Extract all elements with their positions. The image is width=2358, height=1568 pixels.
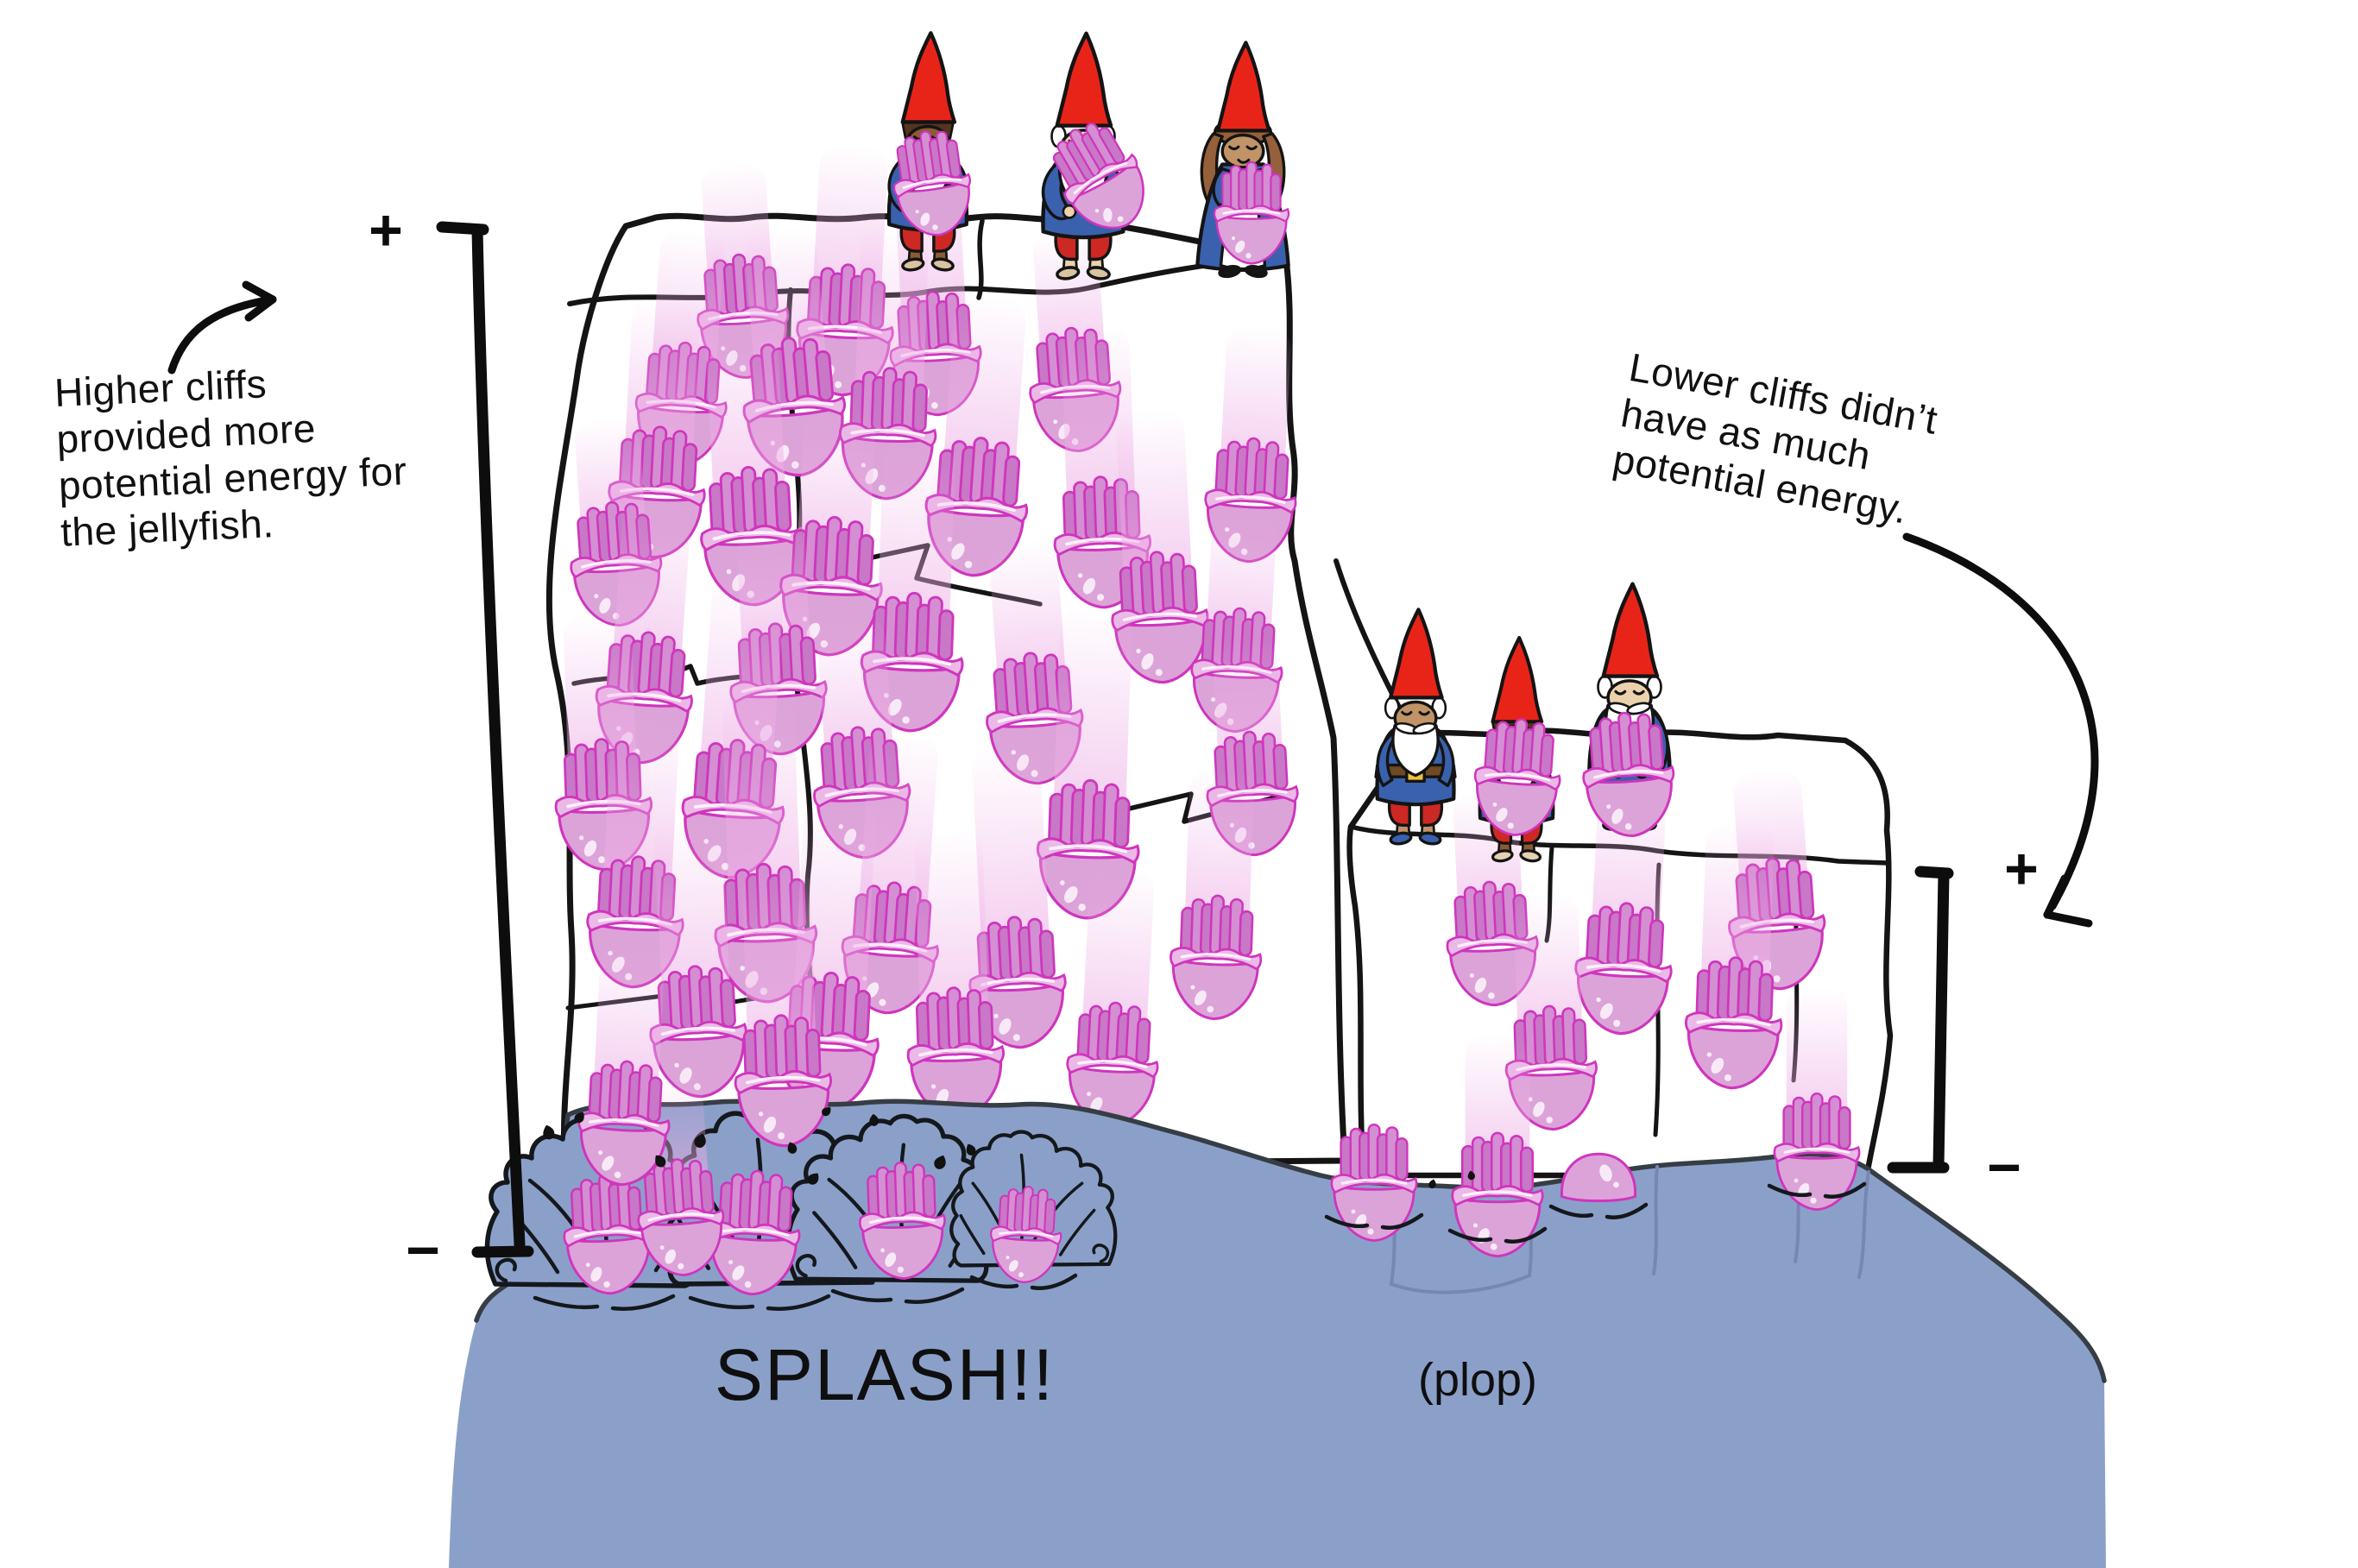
water-droplet: [655, 1155, 666, 1168]
water-droplet: [822, 1107, 831, 1117]
water-droplet: [934, 1155, 946, 1169]
water-droplet: [869, 1113, 880, 1126]
tall-cliff-bracket: [436, 221, 534, 1258]
jellyfish: [649, 815, 747, 1099]
ripple: [1548, 1202, 1649, 1219]
jellyfish: [1560, 1152, 1636, 1203]
jellyfish: [990, 1186, 1062, 1284]
tall-plus-sign: +: [369, 198, 403, 263]
jellyfish: [859, 1162, 946, 1280]
held-jellyfish-layer: [892, 123, 1675, 838]
jellyfish: [1111, 408, 1209, 684]
droplets-layer: [533, 1107, 1867, 1311]
water-droplet: [574, 1111, 584, 1124]
jellyfish: [708, 1169, 801, 1296]
jellyfish: [1773, 987, 1861, 1212]
jellyfish: [1473, 718, 1561, 836]
jellyfish: [577, 941, 671, 1187]
ripple: [688, 1294, 831, 1311]
ripple: [969, 1273, 1078, 1290]
ripple: [1324, 1212, 1424, 1230]
water-droplet: [694, 1133, 706, 1148]
jellyfish: [1052, 123, 1144, 230]
water-droplet: [787, 1142, 798, 1154]
splash-label: SPLASH!!: [714, 1334, 1056, 1415]
jellyfish: [1213, 161, 1290, 265]
jellyfish: [968, 742, 1067, 1049]
cliff-crack: [976, 218, 985, 300]
water-jellyfish-layer: [563, 864, 1861, 1296]
right-arrow: [1902, 532, 2099, 928]
ripple: [1767, 1181, 1867, 1199]
short-minus-sign: −: [1987, 1135, 2021, 1200]
plop-label: (plop): [1417, 1354, 1538, 1406]
jellyfish: [1582, 711, 1675, 838]
jellyfish: [1446, 790, 1539, 1007]
left-arrow: [167, 280, 277, 375]
water-droplet: [966, 1143, 976, 1156]
tall-minus-sign: −: [406, 1218, 440, 1283]
ripple: [533, 1294, 676, 1311]
jellyfish: [1451, 1035, 1544, 1258]
jellyfish: [563, 1173, 653, 1295]
jellyfish: [906, 828, 1006, 1120]
jellyfish: [734, 864, 833, 1148]
jellyfish: [1170, 767, 1263, 1021]
water-droplet: [807, 1173, 819, 1185]
water-droplet: [1467, 1170, 1475, 1181]
jellyfish: [892, 130, 971, 236]
jellyfish: [1684, 822, 1783, 1090]
short-cliff-bracket: [1887, 866, 1954, 1174]
water-droplet: [1428, 1179, 1436, 1189]
water-droplet: [543, 1124, 555, 1140]
short-plus-sign: +: [2004, 836, 2039, 902]
measurement-layer: + − + −: [167, 198, 2099, 1283]
higher-cliffs-note: Higher cliffs provided more potential en…: [54, 354, 410, 555]
ripple: [1447, 1226, 1548, 1244]
gnome-watching: [1374, 608, 1457, 846]
ripple: [830, 1287, 965, 1304]
